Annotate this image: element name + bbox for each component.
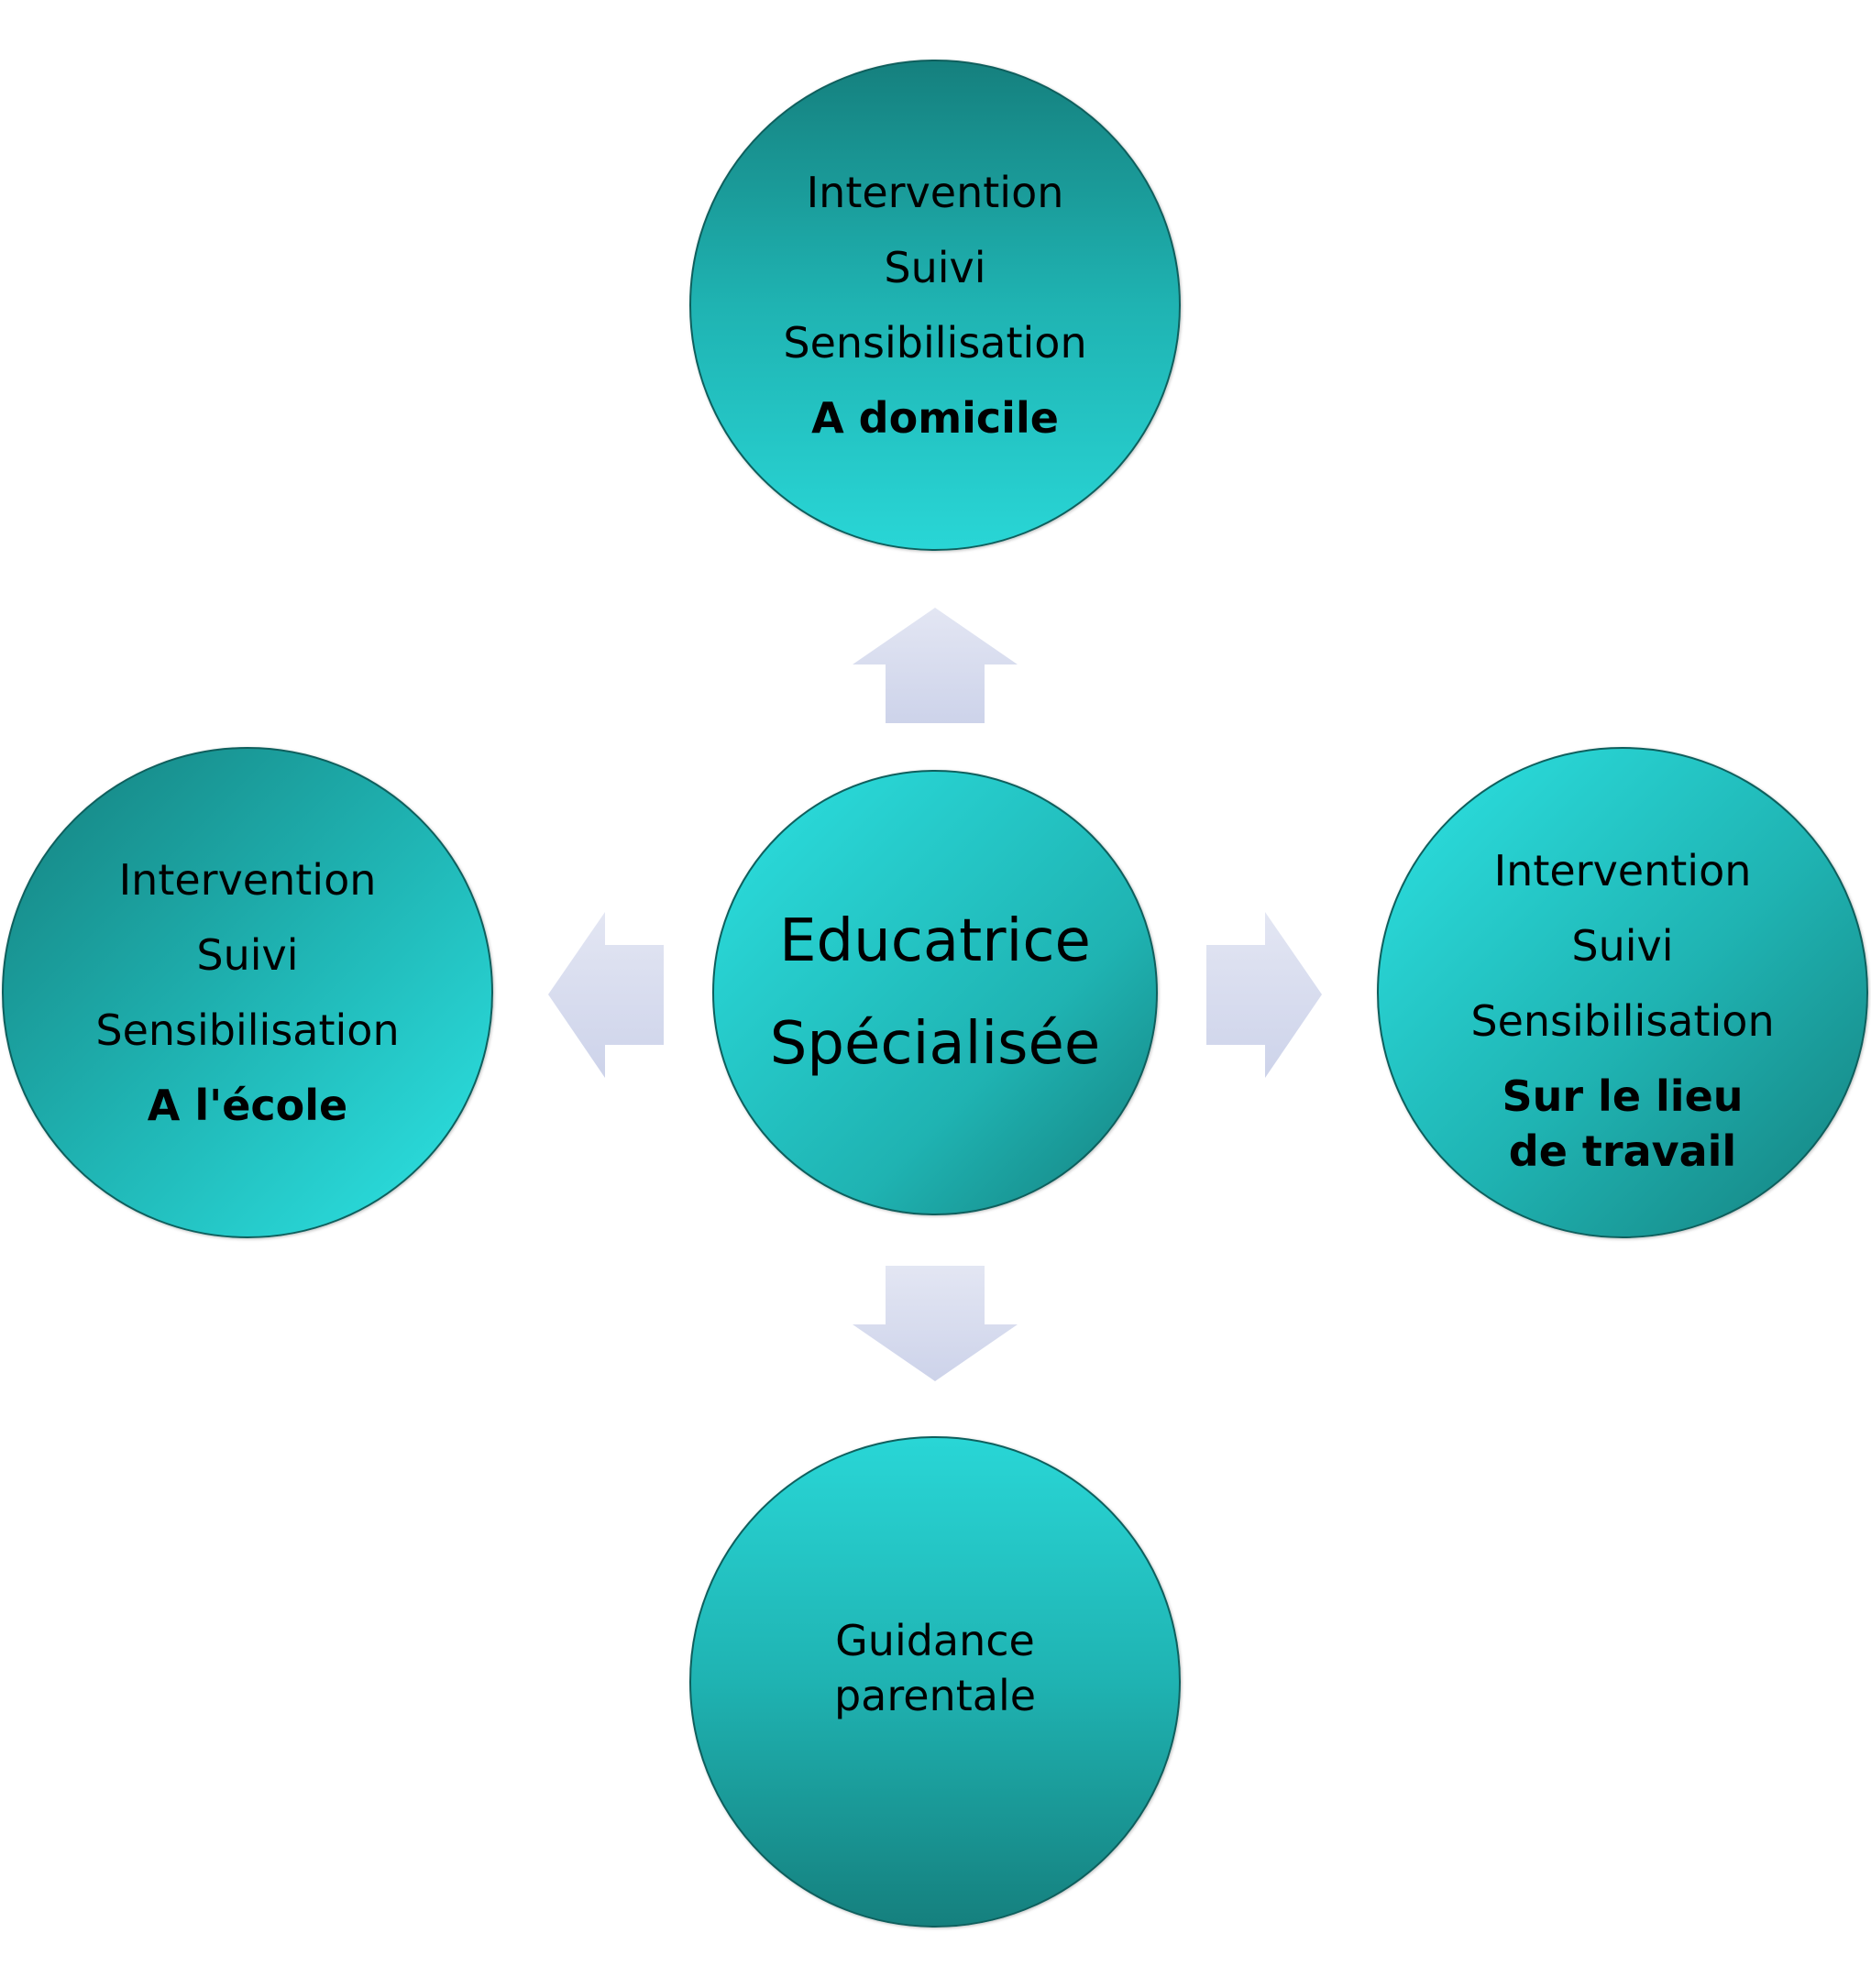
node-line: Suivi [1571,921,1674,971]
node-a-lecole: Intervention Suivi Sensibilisation A l'é… [2,747,493,1238]
arrow-down-icon [853,1266,1018,1381]
arrow-right-icon [1206,912,1322,1078]
node-place: A l'école [147,1081,348,1130]
node-place: A domicile [811,393,1059,443]
central-node: Educatrice Spécialisée [712,770,1158,1215]
node-line: Intervention [118,855,377,905]
central-line: Educatrice [779,907,1091,975]
arrow-left-icon [548,912,664,1078]
node-text: Guidance parentale [833,1616,1037,1720]
node-guidance-parentale: Guidance parentale [689,1436,1181,1928]
node-line: Sensibilisation [95,1005,400,1055]
node-place: Sur le lieu de travail [1502,1071,1744,1176]
node-line: Suivi [884,243,986,292]
central-line: Spécialisée [769,1010,1101,1078]
node-line: Sensibilisation [1470,996,1775,1046]
node-a-domicile: Intervention Suivi Sensibilisation A dom… [689,60,1181,551]
arrow-up-icon [853,608,1018,723]
node-line: Suivi [196,930,299,980]
node-line: Intervention [1493,846,1752,895]
node-line: Intervention [806,168,1064,217]
node-line: Sensibilisation [783,318,1087,368]
node-lieu-de-travail: Intervention Suivi Sensibilisation Sur l… [1377,747,1868,1238]
